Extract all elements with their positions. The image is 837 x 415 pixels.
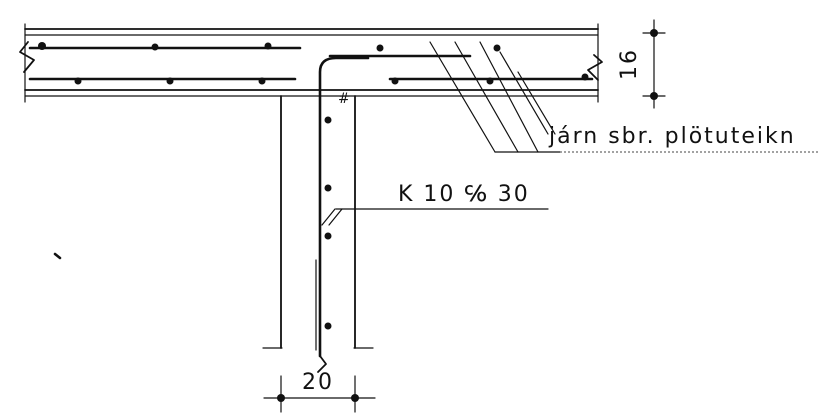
- slab-outline: [24, 23, 599, 103]
- stray-mark: [53, 252, 62, 260]
- slab-thickness-label: 16: [617, 48, 642, 80]
- web-outline: [262, 95, 374, 349]
- stirrup-label: K 10 ℅ 30: [398, 182, 530, 207]
- web-width-label: 20: [302, 370, 334, 395]
- reinforcement-note: járn sbr. plötuteikn: [548, 124, 796, 149]
- web-width-dimension: [263, 375, 376, 413]
- left-break-mark: [19, 41, 35, 73]
- right-break-mark: [587, 54, 603, 81]
- web-bar-dots: [324, 116, 332, 330]
- stirrup-leader: [321, 208, 549, 226]
- bar-mark: #: [338, 91, 350, 107]
- stirrup: [315, 56, 370, 373]
- slab-thickness-dimension: [642, 19, 666, 109]
- slab-top-reinforcement: [28, 46, 472, 58]
- slab-bar-dots: [38, 42, 589, 85]
- reinforcement-leaders: [429, 41, 820, 153]
